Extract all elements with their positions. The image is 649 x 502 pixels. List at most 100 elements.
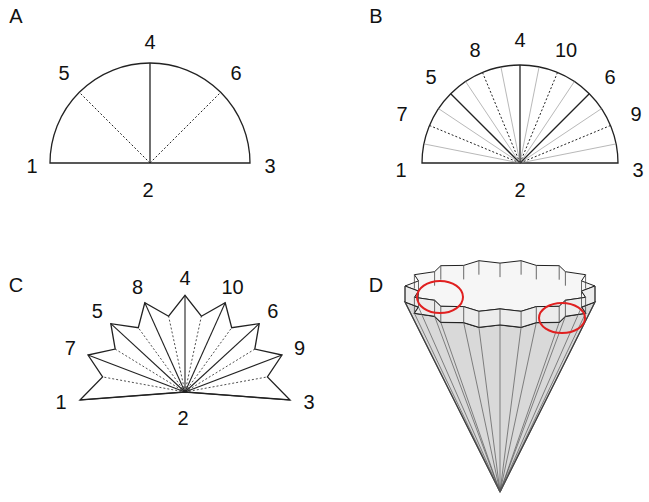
pleat-edge (440, 306, 441, 322)
callout-number: 4 (514, 30, 525, 50)
fold-line (483, 73, 521, 164)
pleat-line (435, 316, 500, 492)
panel-letter: A (9, 6, 22, 26)
highlight-circle (539, 303, 585, 333)
callout-number: 3 (264, 156, 275, 176)
callout-number: 2 (514, 180, 525, 200)
pleat-edge (463, 307, 464, 323)
pleat-edge (434, 272, 435, 286)
semicircle-outline (422, 65, 618, 163)
highlight-circle (417, 281, 463, 313)
fold-line (520, 73, 558, 164)
pleat-edge (521, 311, 522, 327)
callout-number: 4 (179, 268, 190, 288)
pleat-edge (521, 261, 522, 275)
panel-letter: D (369, 275, 383, 295)
callout-number: 5 (92, 301, 103, 321)
fold-line (520, 109, 602, 163)
pleat-edge (595, 286, 596, 302)
pleat-edge (440, 266, 441, 280)
pleat-edge (565, 272, 566, 286)
callout-number: 10 (555, 40, 577, 60)
fold-line (466, 82, 520, 164)
fold-line (185, 316, 201, 392)
fold-line (451, 94, 520, 163)
callout-number: 9 (630, 104, 641, 124)
pleat-edge (414, 297, 415, 313)
pleated-fan-c (80, 295, 290, 400)
callout-number: 3 (632, 160, 643, 180)
pleat-edge (559, 266, 560, 280)
fold-line (185, 392, 290, 400)
pleat-edge (478, 261, 479, 275)
callout-number: 2 (142, 180, 153, 200)
fold-line (80, 392, 185, 400)
callout-number: 9 (294, 338, 305, 358)
pleat-line (500, 325, 501, 492)
pleat-edge (478, 311, 479, 327)
callout-number: 6 (267, 301, 278, 321)
pleat-edge (536, 265, 537, 279)
pleat-line (414, 313, 500, 492)
fold-line (430, 126, 521, 164)
pleat-line (500, 307, 582, 492)
fold-line (424, 144, 520, 163)
callout-number: 7 (396, 104, 407, 124)
pleat-line (500, 322, 559, 492)
fold-line (185, 324, 259, 392)
pleat-edge (500, 263, 501, 277)
fold-line (185, 377, 267, 392)
callout-number: 5 (58, 63, 69, 83)
fold-line (111, 324, 185, 392)
callout-number: 3 (303, 392, 314, 412)
fold-line (185, 355, 282, 392)
pleat-line (500, 313, 586, 492)
callout-number: 1 (26, 156, 37, 176)
callout-number: 5 (425, 67, 436, 87)
fan-outline (80, 295, 290, 400)
fold-line (115, 349, 185, 392)
pleat-line (500, 302, 595, 492)
callout-number: 7 (65, 338, 76, 358)
pleat-edge (581, 291, 582, 307)
semicircle-a (50, 63, 250, 163)
pleat-edge (434, 300, 435, 316)
fold-line (185, 328, 232, 392)
panel-letter: C (9, 275, 23, 295)
callout-number: 6 (230, 63, 241, 83)
fold-line (520, 126, 611, 164)
pleat-edge (536, 307, 537, 323)
fold-line (103, 377, 185, 392)
fold-line (185, 349, 255, 392)
fold-line (169, 316, 185, 392)
fold-line (519, 65, 520, 163)
pleat-edge (414, 275, 415, 289)
pleat-line (441, 322, 500, 492)
callout-number: 6 (604, 67, 615, 87)
pleat-edge (559, 306, 560, 322)
callout-number: 8 (469, 40, 480, 60)
panel-letter: B (369, 6, 382, 26)
pleat-line (419, 307, 501, 492)
fold-line (145, 303, 185, 392)
fold-line (520, 67, 539, 163)
pleat-line (500, 323, 536, 492)
pleat-line (500, 327, 521, 492)
pleat-edge (585, 275, 586, 289)
callout-number: 8 (132, 277, 143, 297)
pleat-line (405, 302, 500, 492)
callout-number: 1 (395, 160, 406, 180)
callout-number: 4 (144, 32, 155, 52)
callout-number: 2 (177, 408, 188, 428)
fold-line (520, 94, 589, 163)
callout-number: 10 (221, 277, 243, 297)
pleat-line (500, 316, 565, 492)
callout-number: 1 (55, 392, 66, 412)
pleated-cone-d (405, 261, 595, 492)
rim-band (405, 286, 595, 327)
pleat-line (464, 323, 500, 492)
semicircle-b (422, 65, 618, 163)
pleat-edge (500, 309, 501, 325)
pleat-edge (405, 286, 406, 302)
